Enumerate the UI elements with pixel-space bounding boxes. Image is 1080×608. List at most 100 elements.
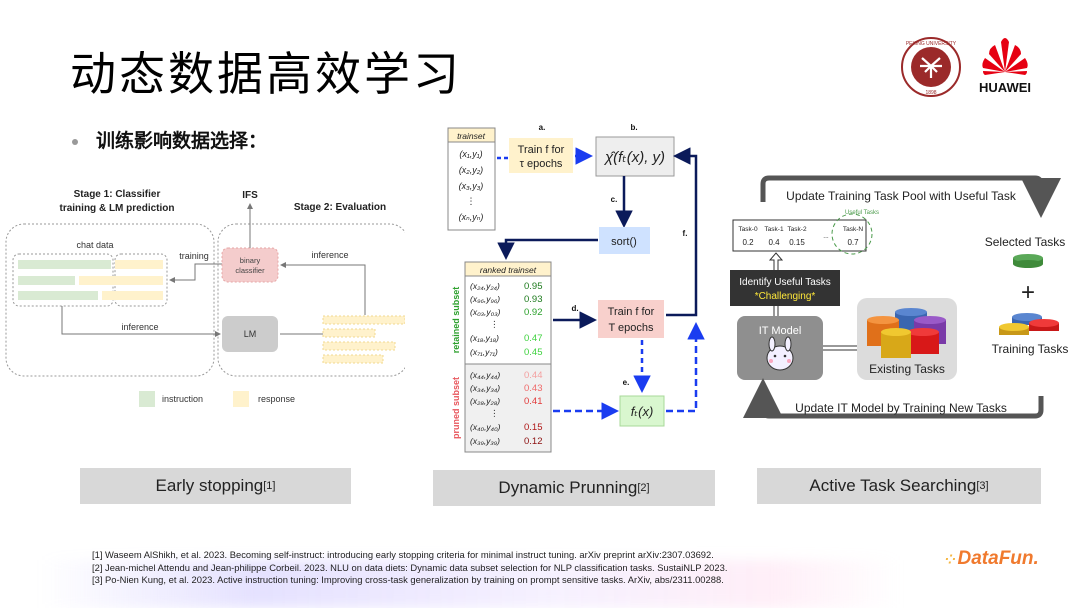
step-d-label: d. bbox=[571, 304, 578, 313]
classifier-line1: binary bbox=[240, 256, 261, 265]
train-tau-line1: Train f for bbox=[518, 144, 565, 156]
ranked-ellipsis: ⋮ bbox=[490, 319, 499, 329]
bottom-loop-label: Update IT Model by Training New Tasks bbox=[795, 401, 1007, 415]
instruction-bar bbox=[18, 276, 75, 285]
legend-instruction-swatch bbox=[139, 391, 155, 407]
ranked-header: ranked trainset bbox=[480, 265, 537, 275]
inference-top-arrow bbox=[280, 262, 366, 315]
response-bar bbox=[115, 260, 163, 269]
ranked-score: 0.95 bbox=[524, 281, 543, 292]
retained-rows: (x₂₄,y₂₄) 0.95 (x₉₆,y₉₆) 0.93 (x₀₃,y₀₃) … bbox=[470, 281, 543, 358]
inference-top-label: inference bbox=[311, 250, 348, 260]
training-arrow bbox=[169, 263, 222, 283]
useful-tasks-label: Useful Tasks bbox=[845, 210, 879, 216]
trainset-row: (xₙ,yₙ) bbox=[459, 212, 484, 222]
task-score: 0.15 bbox=[789, 238, 805, 247]
ft-feedback-arrow bbox=[666, 322, 705, 413]
trainset-row: (x₃,y₃) bbox=[459, 181, 484, 191]
task-score: 0.4 bbox=[768, 238, 780, 247]
ranked-pair: (x₄₀,y₄₀) bbox=[470, 422, 501, 432]
legend-instruction-label: instruction bbox=[162, 394, 203, 404]
trainset-row: (x₁,y₁) bbox=[459, 149, 482, 159]
train-T-box bbox=[598, 300, 664, 338]
stage1-box bbox=[5, 223, 215, 377]
llama-icon bbox=[766, 336, 794, 371]
model-existing-link bbox=[823, 345, 857, 351]
slide-title: 动态数据高效学习 bbox=[70, 48, 462, 100]
feedback-arrow bbox=[666, 147, 698, 317]
stage2-box bbox=[217, 223, 405, 377]
retained-subset-label: retained subset bbox=[451, 287, 461, 354]
inference-bottom-arrow bbox=[61, 306, 221, 337]
training-label: training bbox=[179, 251, 209, 261]
step-a-label: a. bbox=[539, 123, 546, 132]
step-b-label: b. bbox=[630, 123, 637, 132]
trainset-row: (x₂,y₂) bbox=[459, 165, 483, 175]
existing-tasks-icon bbox=[867, 308, 946, 358]
retained-subset-box bbox=[464, 275, 552, 365]
task-name: Task-1 bbox=[764, 226, 784, 233]
pku-logo-text: PEKING UNIVERSITY bbox=[906, 41, 957, 47]
response-output-bar bbox=[322, 341, 396, 351]
existing-tasks-label: Existing Tasks bbox=[869, 362, 945, 376]
step-f-label: f. bbox=[683, 229, 688, 238]
datafun-dots-icon: ⁘ bbox=[945, 552, 958, 567]
pku-logo: PEKING UNIVERSITY 1898 bbox=[901, 37, 961, 97]
useful-task-highlight bbox=[831, 213, 873, 255]
ft-box bbox=[619, 395, 665, 427]
ranked-score: 0.47 bbox=[524, 333, 543, 344]
ranked-pair: (x₄₄,y₄₄) bbox=[470, 370, 500, 380]
caption-text: Active Task Searching bbox=[809, 476, 977, 495]
task-score: 0.7 bbox=[847, 238, 859, 247]
ranked-score: 0.41 bbox=[524, 396, 543, 407]
task-score: 0.2 bbox=[742, 238, 754, 247]
datafun-text: DataFun. bbox=[957, 548, 1039, 569]
early-stopping-figure: Stage 1: Classifier training & LM predic… bbox=[5, 189, 405, 407]
chi-formula: χ̂(fₜ(x), y) bbox=[603, 149, 665, 166]
training-tasks-label: Training Tasks bbox=[992, 342, 1069, 356]
reference-item: [2] Jean-michel Attendu and Jean-philipp… bbox=[92, 561, 728, 573]
ranked-score: 0.92 bbox=[524, 307, 543, 318]
legend-response-label: response bbox=[258, 394, 295, 404]
selected-tasks-label: Selected Tasks bbox=[985, 235, 1066, 249]
ifs-label: IFS bbox=[242, 190, 258, 201]
task-name: Task-2 bbox=[787, 226, 807, 233]
response-output-bar bbox=[322, 315, 405, 325]
ranked-score: 0.44 bbox=[524, 370, 543, 381]
trainset-header: trainset bbox=[457, 131, 486, 141]
ranked-pair: (x₀₃,y₀₃) bbox=[470, 307, 501, 317]
sort-to-ranked-arrow bbox=[497, 238, 598, 260]
footer-glow bbox=[40, 560, 900, 608]
ranked-pair: (x₉₆,y₉₆) bbox=[470, 294, 500, 304]
pruned-rows: (x₄₄,y₄₄) 0.44 (x₃₄,y₃₄) 0.43 (x₂₈,y₂₈) … bbox=[470, 370, 543, 447]
selected-tasks-icon bbox=[1013, 254, 1043, 268]
huawei-logo-text: HUAWEI bbox=[979, 80, 1031, 95]
train-T-line2: T epochs bbox=[608, 322, 654, 334]
trainset-header-bg bbox=[447, 127, 496, 143]
bullet-dot bbox=[72, 138, 78, 145]
model-link bbox=[773, 306, 779, 316]
caption-ref: [2] bbox=[637, 482, 650, 494]
references: [1] Waseem AlShikh, et al. 2023. Becomin… bbox=[92, 549, 727, 587]
bullet-text: 训练影响数据选择： bbox=[96, 131, 268, 152]
ranked-ellipsis: ⋮ bbox=[490, 408, 499, 418]
top-loop-label: Update Training Task Pool with Useful Ta… bbox=[786, 189, 1017, 203]
identify-line2: *Challenging* bbox=[755, 291, 816, 302]
lm-box bbox=[222, 316, 278, 352]
chat-data-label: chat data bbox=[76, 240, 113, 250]
task-ellipsis: ... bbox=[823, 233, 829, 240]
ranked-pair: (x₃₉,y₃₉) bbox=[470, 436, 500, 446]
step-e-label: e. bbox=[623, 378, 630, 387]
reference-item: [3] Po-Nien Kung, et al. 2023. Active in… bbox=[92, 574, 724, 586]
ranked-score: 0.12 bbox=[524, 436, 543, 447]
huawei-logo: HUAWEI bbox=[979, 38, 1031, 95]
trainset-box bbox=[447, 127, 496, 231]
step-c-label: c. bbox=[611, 195, 618, 204]
caption-ref: [1] bbox=[263, 480, 276, 492]
chi-formula-box bbox=[595, 136, 675, 177]
response-output-bar bbox=[322, 354, 384, 364]
stage1-title-line2: training & LM prediction bbox=[60, 203, 175, 214]
ranked-pair: (x₂₄,y₂₄) bbox=[470, 281, 500, 291]
ranked-pair: (x₁₈,y₁₈) bbox=[470, 333, 499, 343]
identify-tasks-box bbox=[730, 270, 840, 306]
